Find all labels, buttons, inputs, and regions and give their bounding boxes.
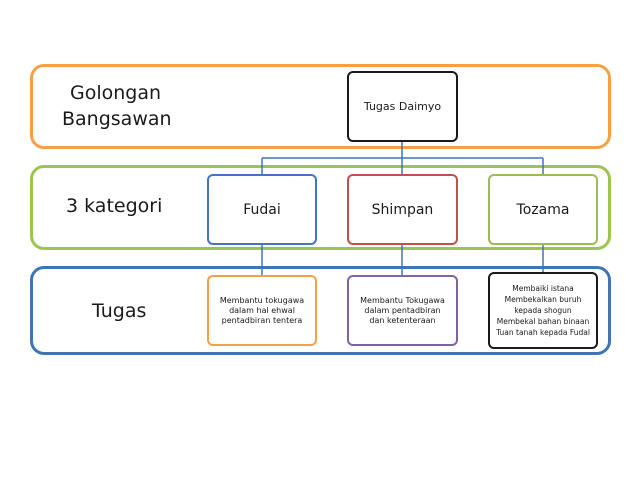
tozama-task-item: Membekal bahan binaan — [496, 317, 590, 326]
row-label-3-kategori: 3 kategori — [66, 195, 163, 217]
row-label-bangsawan: Bangsawan — [62, 108, 172, 130]
node-tozama: Tozama — [488, 174, 598, 245]
tozama-task-item: Membaiki istana — [512, 284, 574, 293]
row-band-golongan-bangsawan — [30, 64, 611, 149]
row-label-golongan-bangsawan: Golongan Bangsawan — [62, 80, 172, 132]
row-label-golongan: Golongan — [70, 82, 162, 104]
node-shimpan: Shimpan — [347, 174, 458, 245]
node-tugas-daimyo: Tugas Daimyo — [347, 71, 458, 142]
node-tugas-tozama: Membaiki istana Membekalkan buruh kepada… — [488, 272, 598, 349]
node-tugas-fudai: Membantu tokugawa dalam hal ehwal pentad… — [207, 275, 317, 346]
tozama-task-item: Membekalkan buruh kepada shogun — [504, 295, 582, 315]
node-tugas-shimpan: Membantu Tokugawa dalam pentadbiran dan … — [347, 275, 458, 346]
node-fudai: Fudai — [207, 174, 317, 245]
tozama-task-item: Tuan tanah kepada Fudal — [496, 328, 590, 337]
row-label-tugas: Tugas — [92, 300, 147, 322]
